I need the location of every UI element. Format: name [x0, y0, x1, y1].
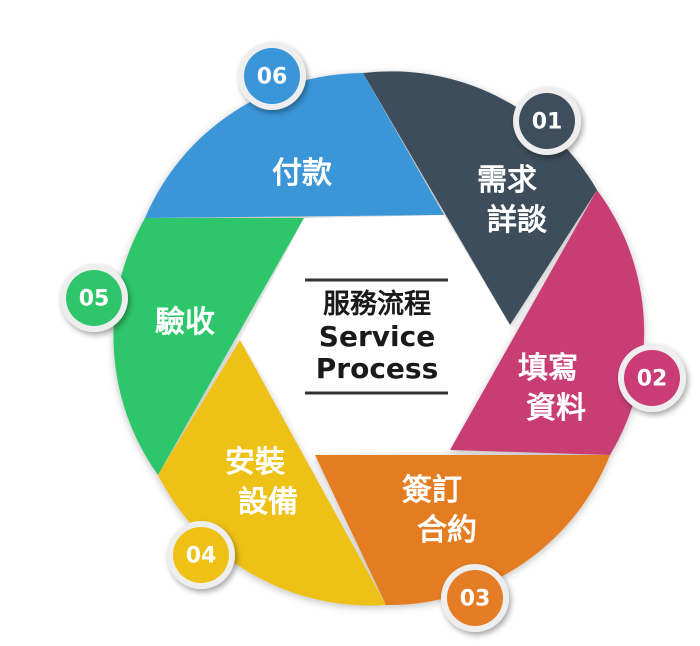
- step-02-label-1: 填寫: [518, 351, 578, 386]
- badge-03: 03: [441, 564, 509, 632]
- center-hexagon: [240, 215, 510, 455]
- segment-03: [315, 455, 610, 606]
- step-03-label-2: 合約: [417, 513, 477, 548]
- step-badges: 01 02 03 04 05 06: [60, 42, 686, 632]
- segment-06: [145, 73, 444, 218]
- badge-05-number: 05: [79, 287, 110, 312]
- process-ring: [113, 71, 645, 606]
- step-02-label-2: 資料: [526, 391, 586, 426]
- step-03-label-1: 簽訂: [402, 473, 462, 508]
- segment-05: [113, 218, 304, 475]
- badge-06: 06: [238, 42, 306, 110]
- step-04-label-1: 安裝: [225, 445, 286, 480]
- segment-02: [450, 190, 645, 455]
- step-04-label-2: 設備: [238, 485, 298, 520]
- badge-04-number: 04: [186, 544, 217, 569]
- badge-02: 02: [618, 344, 686, 412]
- badge-05: 05: [60, 264, 128, 332]
- center-title-block: 服務流程 Service Process: [305, 278, 448, 395]
- badge-06-number: 06: [257, 65, 288, 90]
- center-title-en-1: Service: [319, 320, 435, 353]
- segment-labels: 需求 詳談 填寫 資料 簽訂 合約 安裝 設備 驗收 付款: [155, 156, 586, 548]
- center-title-en-2: Process: [316, 352, 439, 385]
- badge-04: 04: [167, 521, 235, 589]
- badge-03-number: 03: [460, 587, 491, 612]
- step-05-label-1: 驗收: [155, 305, 215, 340]
- step-01-label-1: 需求: [477, 163, 537, 198]
- step-01-label-2: 詳談: [487, 203, 548, 238]
- step-06-label-1: 付款: [272, 156, 333, 191]
- badge-01-number: 01: [532, 110, 563, 135]
- badge-02-number: 02: [637, 367, 668, 392]
- badge-01: 01: [513, 87, 581, 155]
- center-title-zh: 服務流程: [323, 289, 431, 320]
